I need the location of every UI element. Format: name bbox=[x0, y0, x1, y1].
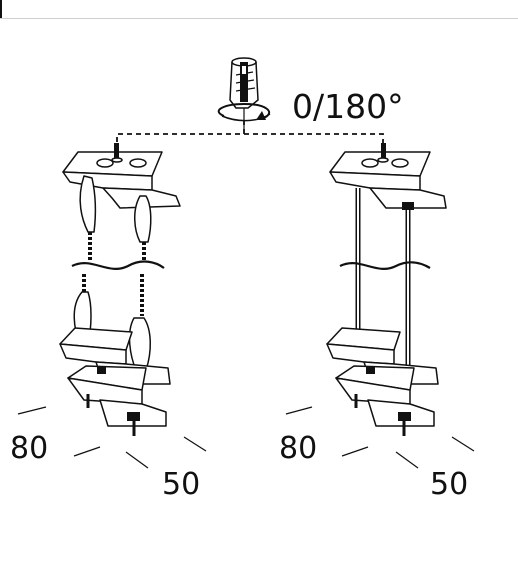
left-bottom-bracket bbox=[59, 327, 171, 436]
leader-lines bbox=[116, 120, 384, 150]
right-dim-80-label: 80 bbox=[279, 431, 317, 466]
anchor-bolt-icon bbox=[229, 57, 259, 132]
left-dim-80-tick-a bbox=[17, 406, 47, 415]
right-assembly bbox=[285, 143, 475, 469]
right-dim-50-tick-b bbox=[451, 436, 475, 452]
right-dim-50-tick-a bbox=[395, 451, 419, 469]
right-bottom-bracket bbox=[326, 327, 439, 436]
left-dim-50-tick-b bbox=[183, 436, 207, 452]
left-dim-80-label: 80 bbox=[10, 431, 48, 466]
rotation-label: 0/180° bbox=[292, 87, 404, 126]
left-chain-1 bbox=[73, 175, 97, 345]
left-chain-2 bbox=[128, 195, 152, 371]
left-dim-50-label: 50 bbox=[162, 467, 200, 502]
right-dim-80-tick-b bbox=[341, 446, 369, 457]
left-dim-50-tick-a bbox=[125, 451, 149, 469]
rotation-arrow-icon bbox=[217, 102, 271, 122]
right-dim-50-label: 50 bbox=[430, 467, 468, 502]
top-bar-edge-mark bbox=[0, 0, 2, 18]
left-assembly bbox=[17, 143, 207, 469]
left-break-wave bbox=[71, 260, 165, 270]
left-dim-80-tick-b bbox=[73, 446, 101, 457]
right-dim-80-tick-a bbox=[285, 406, 313, 415]
right-rod-2 bbox=[402, 202, 414, 373]
right-break-wave bbox=[339, 261, 431, 270]
top-bar bbox=[0, 0, 518, 19]
right-top-bracket bbox=[329, 143, 447, 209]
